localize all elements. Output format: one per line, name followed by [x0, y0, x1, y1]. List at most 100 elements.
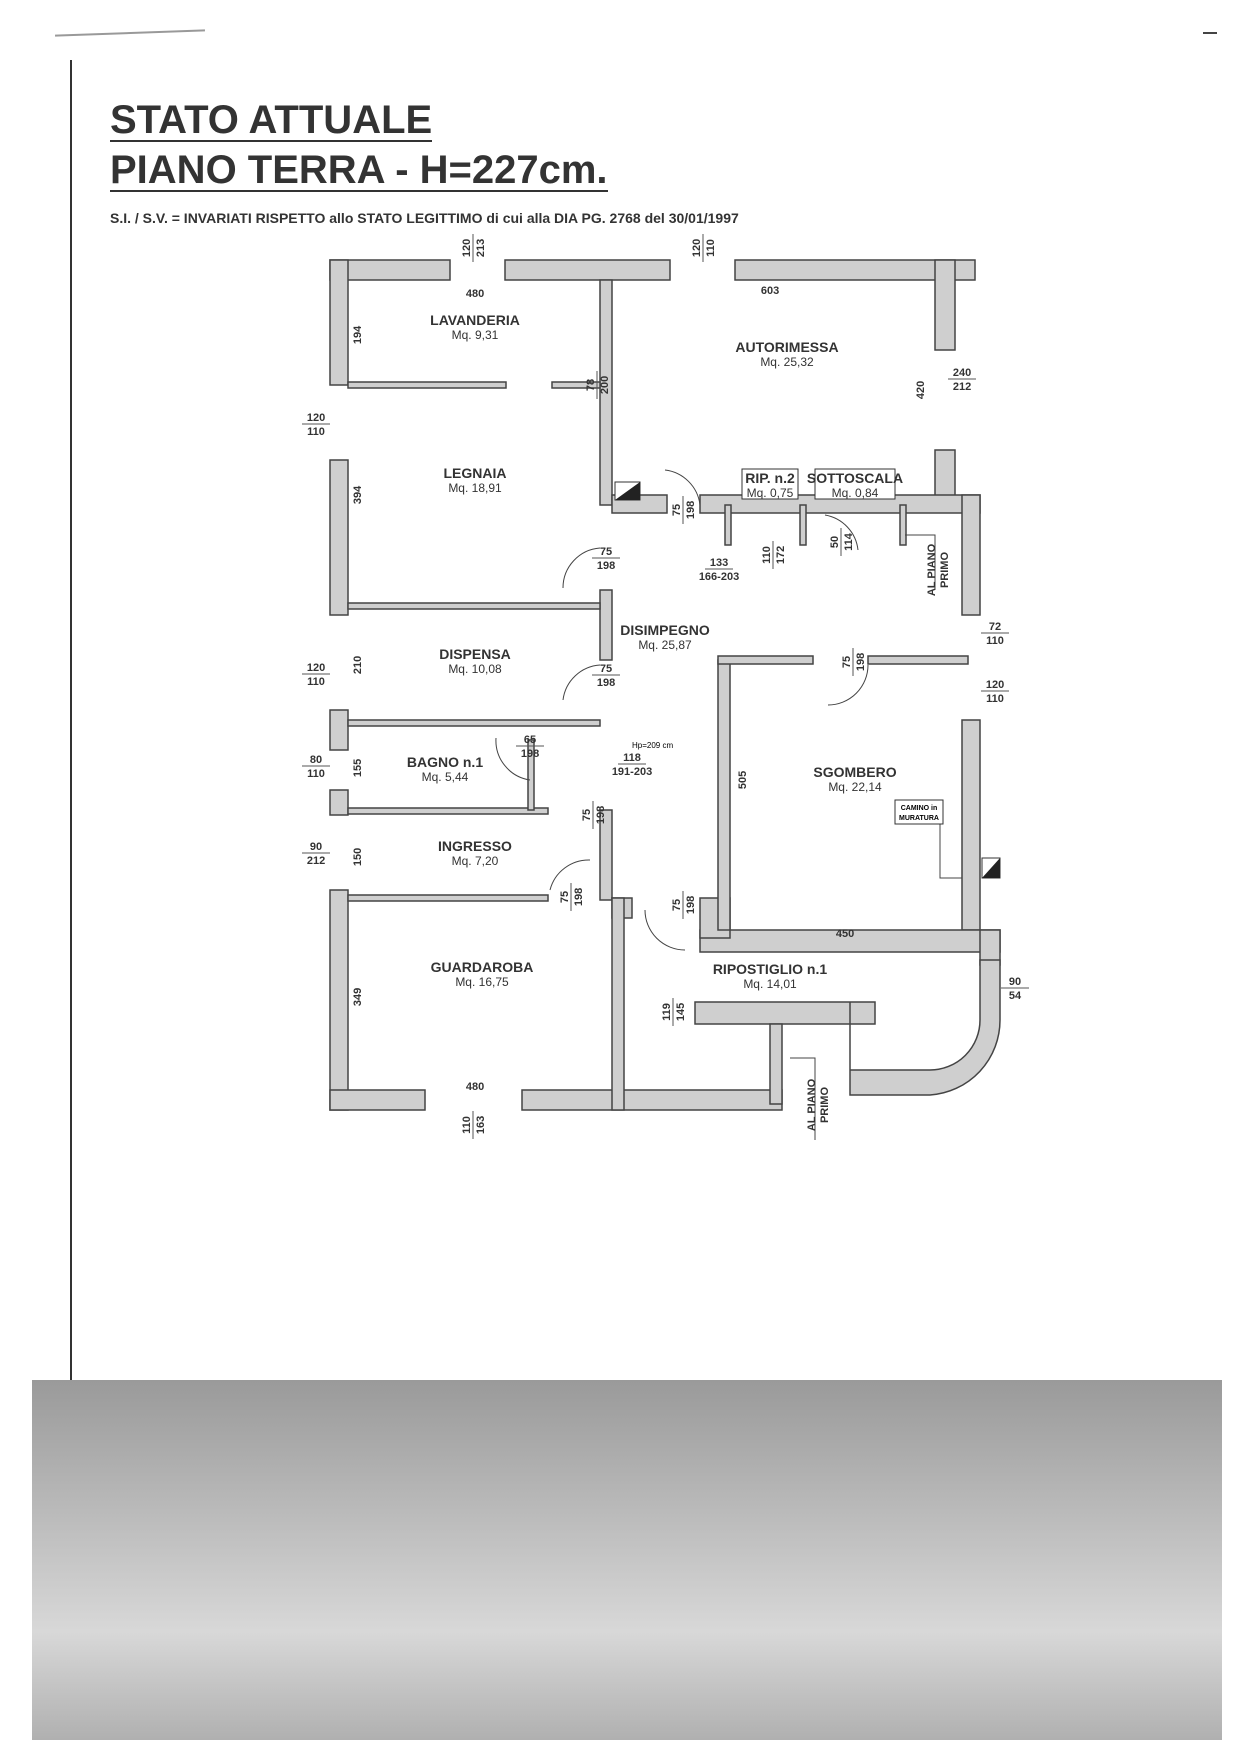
wall: [329, 789, 349, 816]
wall: [934, 449, 956, 501]
dimension-value: 420: [915, 381, 927, 399]
wall: [799, 504, 807, 546]
room-area: Mq. 14,01: [743, 977, 797, 991]
dimension-value: 120: [461, 239, 473, 257]
stairs-arrow: [790, 1057, 816, 1140]
dimension-label: 450: [836, 928, 854, 940]
dimension-label: 480: [466, 1081, 484, 1093]
room-3: RIP. n.2Mq. 0,75: [741, 468, 799, 500]
room-name: GUARDAROBA: [431, 959, 534, 975]
fireplace-label: CAMINO in MURATURA: [894, 799, 944, 825]
room-7: BAGNO n.1Mq. 5,44: [407, 754, 483, 784]
dimension-value: 240: [953, 367, 971, 379]
dimension-height: 110: [986, 693, 1004, 705]
dimension-label: 155: [352, 759, 364, 777]
wall: [961, 494, 981, 616]
fireplace-text: CAMINO in: [901, 805, 938, 812]
wall: [347, 719, 601, 727]
doors: [495, 469, 869, 951]
room-area: Mq. 10,08: [448, 662, 502, 676]
dimension-value: 65: [524, 734, 536, 746]
wall: [329, 889, 349, 1111]
door-swing: [664, 469, 701, 506]
wall: [599, 279, 613, 506]
fireplace-box: [894, 799, 944, 825]
fireplace-outline: [939, 808, 962, 879]
room-area: Mq. 5,44: [422, 770, 469, 784]
dimension-height: 213: [475, 239, 487, 257]
dimension-height: 54: [1009, 990, 1022, 1002]
door-swing: [549, 859, 591, 891]
dimension-label: 194: [352, 325, 364, 344]
wall: [717, 659, 731, 931]
wall: [694, 1001, 876, 1025]
dimension-value: 133: [710, 557, 728, 569]
dimension-value: 480: [466, 288, 484, 300]
margin-line: [70, 60, 72, 1390]
dimension-label: 210: [352, 656, 364, 674]
dimension-height: 212: [307, 855, 325, 867]
dimension-value: 349: [352, 988, 364, 1006]
dimension-value: 80: [310, 754, 322, 766]
dimension-value: 72: [989, 621, 1001, 633]
wall: [504, 259, 671, 281]
room-label-box: [814, 468, 896, 500]
stairs-label: AL PIANO: [926, 543, 938, 596]
dimension-height: 198: [597, 560, 615, 572]
dimension-label: 394: [352, 485, 364, 504]
title-piano-terra: PIANO TERRA - H=227cm.: [110, 148, 608, 192]
room-area: Mq. 0,75: [747, 486, 794, 500]
stairs-arrow: [905, 534, 936, 590]
wall: [899, 504, 907, 546]
dimension-value: 150: [352, 848, 364, 866]
dimension-value: 110: [761, 546, 773, 564]
dimension-height: 198: [573, 888, 585, 906]
dimension-value: 120: [307, 412, 325, 424]
wall: [521, 1089, 783, 1111]
subtitle-note: S.I. / S.V. = INVARIATI RISPETTO allo ST…: [110, 210, 739, 226]
room-11: RIPOSTIGLIO n.1Mq. 14,01: [713, 961, 828, 991]
dimension-value: 603: [761, 285, 779, 297]
dimension-value: 75: [671, 899, 683, 911]
dimension-value: 90: [310, 841, 322, 853]
stairs-up-2: AL PIANO PRIMO: [790, 1057, 831, 1140]
curved-wall: [849, 959, 1001, 1096]
dimension-height: 200: [599, 376, 611, 394]
dimension-value: 505: [737, 771, 749, 789]
dimension-height: 198: [521, 748, 539, 760]
room-area: Mq. 18,91: [448, 481, 502, 495]
dimension-value: 50: [829, 536, 841, 548]
room-area: Mq. 25,87: [638, 638, 692, 652]
wall: [734, 259, 976, 281]
stairs-label: PRIMO: [819, 1087, 831, 1124]
dimension-label: 603: [761, 285, 779, 297]
title-stato-attuale: STATO ATTUALE: [110, 98, 433, 142]
room-name: SGOMBERO: [813, 764, 896, 780]
dimension-height: 110: [705, 239, 717, 257]
dimension-value: 75: [600, 546, 612, 558]
door-swing: [827, 664, 869, 706]
dimension-height: 166-203: [699, 571, 739, 583]
room-area: Mq. 7,20: [452, 854, 499, 868]
dimension-value: 450: [836, 928, 854, 940]
